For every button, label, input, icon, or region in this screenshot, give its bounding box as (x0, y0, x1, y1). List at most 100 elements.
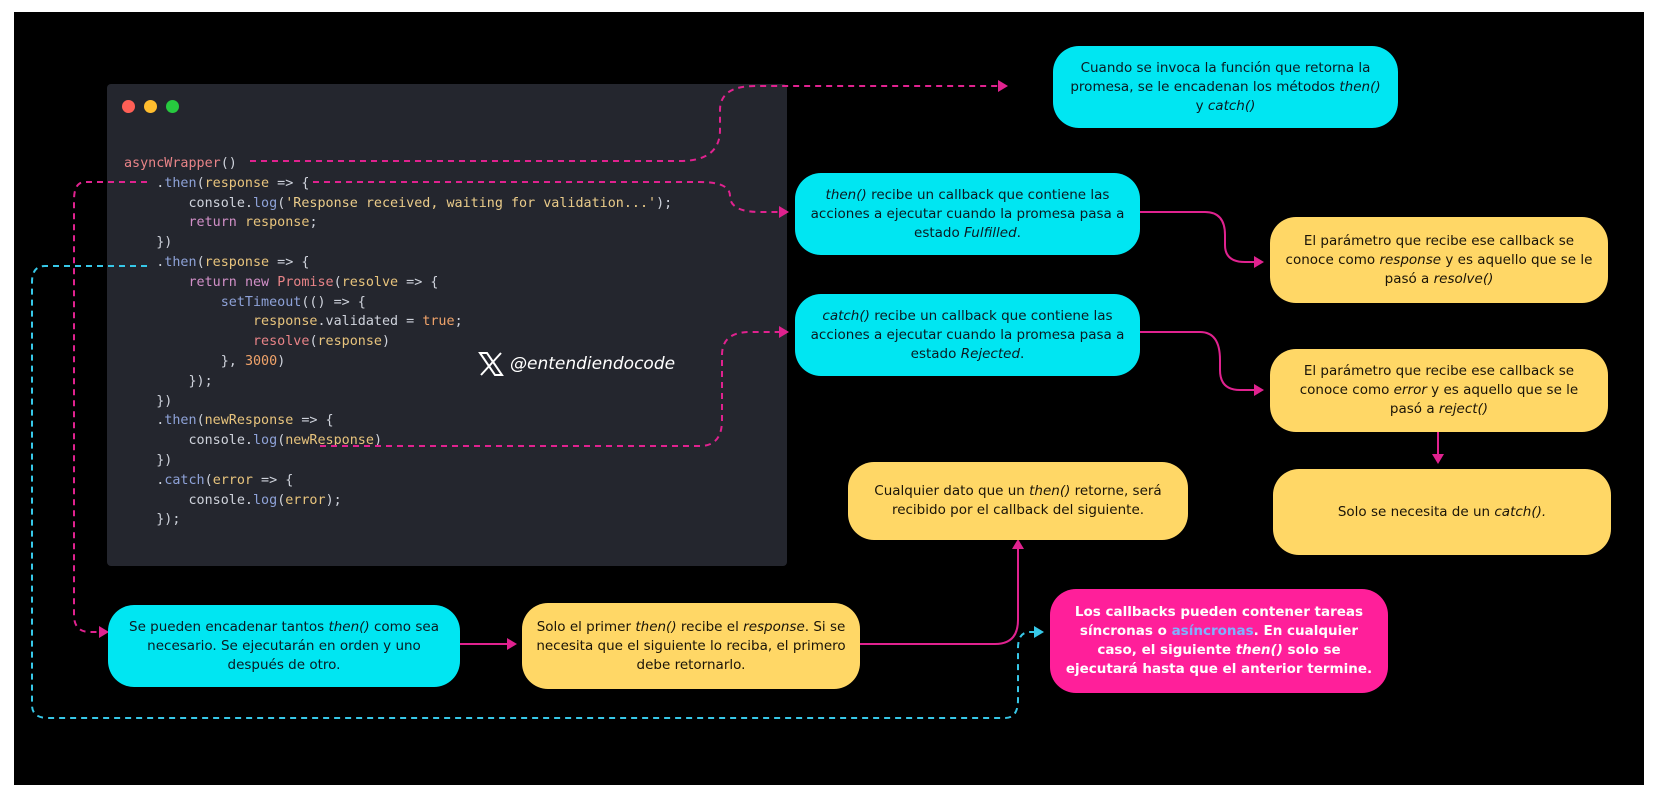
note-text: Solo el primer then() recibe el response… (536, 618, 846, 675)
code-line: .then(response => { (124, 176, 309, 191)
code-token: response (253, 314, 318, 330)
note-text: then() recibe un callback que contiene l… (809, 186, 1126, 243)
code-token: error (285, 492, 326, 508)
code-token: ( (277, 195, 286, 211)
code-token: resolve (253, 334, 310, 350)
code-line: }) (124, 394, 172, 409)
note-text-segment: response (1379, 251, 1442, 268)
note-text-segment: catch(). (1494, 503, 1547, 520)
note-error-param: El parámetro que recibe ese callback se … (1270, 349, 1608, 432)
code-token: ); (325, 492, 342, 508)
code-token: then (164, 254, 197, 270)
code-token: ( (309, 334, 318, 350)
note-text-segment: error (1393, 382, 1427, 398)
code-line: .catch(error => { (124, 473, 293, 488)
note-text-segment: y es aquello que se le pasó a (1389, 382, 1579, 417)
arrowhead-onecatch (1432, 454, 1444, 464)
note-text-segment: Los callbacks pueden contener tareas sín… (1074, 604, 1364, 639)
note-only-one-catch: Solo se necesita de un catch(). (1273, 469, 1611, 555)
note-text-segment: El parámetro que recibe ese callback se … (1285, 232, 1575, 268)
note-text-segment: Cualquier dato que un (874, 483, 1030, 499)
note-chain-many: Se pueden encadenar tantos then() como s… (108, 605, 460, 687)
note-text: Solo se necesita de un catch(). (1338, 503, 1546, 522)
code-line: return new Promise(resolve => { (124, 274, 439, 290)
code-token: resolve (341, 274, 399, 290)
code-token: asyncWrapper (124, 156, 221, 171)
note-text-segment: . En cualquier caso, el siguiente (1097, 623, 1359, 658)
code-token: => { (398, 274, 439, 290)
note-text-segment: response (743, 618, 805, 635)
connector-catch (320, 331, 783, 447)
code-line: return response; (124, 215, 318, 230)
note-any-return: Cualquier dato que un then() retorne, se… (848, 462, 1188, 540)
code-line: response.validated = true; (124, 314, 463, 329)
code-token: newResponse (204, 413, 294, 429)
note-text: El parámetro que recibe ese callback se … (1284, 362, 1594, 419)
code-editor-window: asyncWrapper() .then(response => { conso… (107, 84, 787, 566)
note-text-segment: . (1016, 224, 1021, 241)
note-text-segment: Fulfilled (964, 224, 1017, 241)
watermark: @entendiendocode (478, 352, 675, 376)
note-text-segment: recibe un callback que contiene las acci… (810, 307, 1125, 362)
code-line: resolve(response) (124, 334, 390, 349)
code-token: ( (277, 492, 286, 508)
arrowhead-error (1254, 384, 1264, 396)
connector-invoke (250, 85, 1002, 162)
code-line: }) (124, 235, 172, 250)
code-token: 3000 (244, 353, 278, 369)
note-text-segment: Rejected (960, 345, 1021, 362)
code-token: console. (124, 492, 253, 508)
code-line: console.log('Response received, waiting … (124, 196, 672, 211)
code-token: ) (382, 334, 391, 350)
note-text-segment: Solo el primer (536, 618, 636, 635)
code-token: ) (373, 433, 382, 449)
arrow-then-to-response (1140, 211, 1258, 263)
connector-async (31, 265, 1038, 719)
code-token: ( (277, 433, 286, 449)
note-text-segment: catch() (1207, 97, 1256, 114)
code-token: => { (269, 254, 310, 270)
window-minimize-dot (144, 100, 157, 113)
code-token: }) (124, 452, 173, 468)
arrowhead-chain (99, 626, 109, 638)
note-text: catch() recibe un callback que contiene … (809, 307, 1126, 364)
note-text: Se pueden encadenar tantos then() como s… (122, 618, 446, 675)
watermark-handle: @entendiendocode (510, 354, 676, 374)
note-text-segment: como sea necesario. Se ejecutarán en ord… (147, 618, 439, 673)
connector-chain (73, 181, 147, 633)
note-text: El parámetro que recibe ese callback se … (1284, 232, 1594, 289)
code-token: console. (124, 195, 253, 211)
code-line: }) (124, 453, 172, 468)
note-then-callback: then() recibe un callback que contiene l… (795, 173, 1140, 255)
note-text: Cualquier dato que un then() retorne, se… (862, 482, 1174, 520)
note-text-segment: recibe el (676, 618, 744, 635)
code-token: ); (656, 195, 673, 211)
code-token: . (124, 472, 165, 488)
code-token: ( (333, 274, 342, 290)
code-token: }); (124, 373, 213, 389)
note-text-segment: then() (825, 186, 867, 203)
code-token: setTimeout (220, 294, 302, 310)
arrowhead-async (1034, 626, 1044, 638)
code-token: (() => { (301, 294, 366, 310)
code-block: asyncWrapper() .then(response => { conso… (124, 154, 672, 530)
note-text-segment: Se pueden encadenar tantos (129, 618, 329, 635)
note-text-segment: then() (1339, 78, 1381, 95)
code-token: 'Response received, waiting for validati… (285, 195, 657, 211)
note-text-segment: then() (1235, 642, 1283, 658)
code-line: asyncWrapper() (124, 156, 237, 171)
note-async-callbacks: Los callbacks pueden contener tareas sín… (1050, 589, 1388, 693)
arrowhead-then (779, 206, 789, 218)
note-text-segment: catch() (822, 307, 870, 324)
note-text-segment: Cuando se invoca la función que retorna … (1070, 59, 1371, 95)
code-token: ; (454, 314, 463, 330)
note-text-segment: . (1020, 345, 1025, 362)
code-token: . (124, 413, 165, 429)
code-token: log (253, 195, 278, 211)
note-text: Los callbacks pueden contener tareas sín… (1064, 603, 1374, 679)
code-token: response (244, 215, 310, 231)
code-token: ( (196, 254, 205, 270)
code-token: => { (293, 413, 334, 429)
note-text-segment: . Si se necesita que el siguiente lo rec… (536, 618, 846, 673)
